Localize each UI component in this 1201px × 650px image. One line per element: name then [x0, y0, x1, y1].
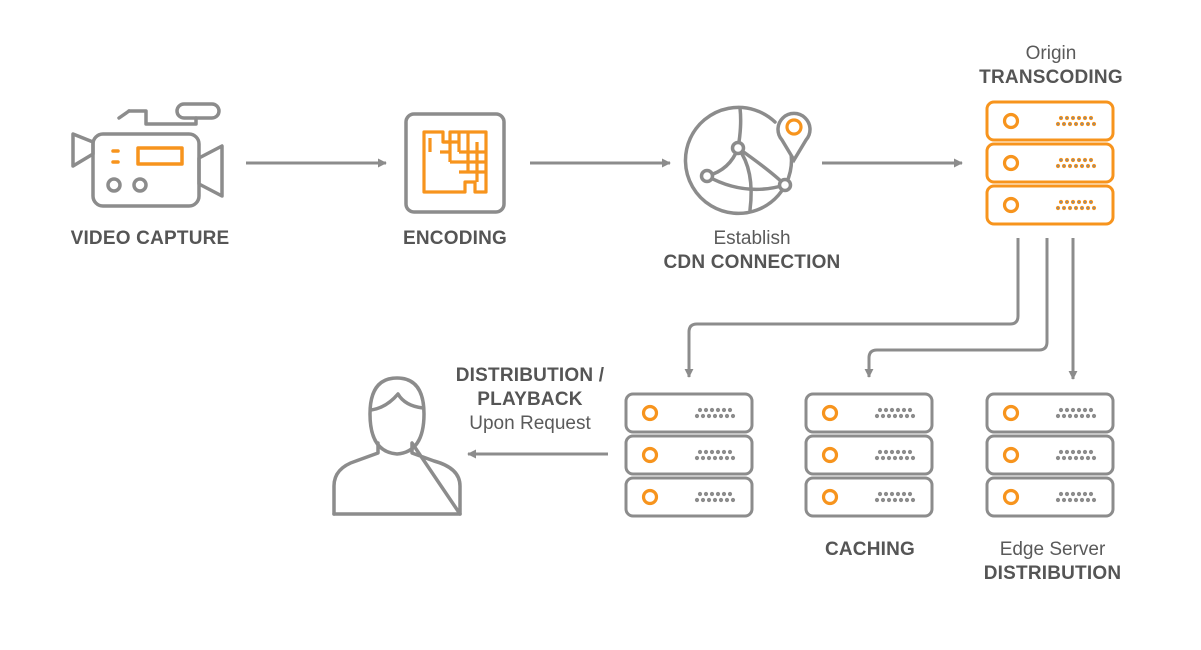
globe-location-icon — [683, 105, 812, 216]
label-encoding: ENCODING — [385, 227, 525, 251]
cdn-title: CDN CONNECTION — [663, 252, 841, 273]
edge-subtitle: Edge Server — [999, 539, 1106, 560]
branch-arrows — [684, 238, 1078, 380]
caching-title: CACHING — [824, 539, 916, 560]
label-cdn: Establish CDN CONNECTION — [632, 227, 872, 275]
label-caching: CACHING — [800, 538, 940, 562]
encoding-grid-icon — [404, 112, 506, 214]
playback-server-icon — [624, 392, 754, 518]
edge-title: DISTRIBUTION — [983, 563, 1122, 584]
encoding-title: ENCODING — [403, 228, 507, 249]
label-edge: Edge Server DISTRIBUTION — [965, 538, 1140, 586]
cdn-subtitle: Establish — [713, 228, 791, 249]
transcoding-title: TRANSCODING — [979, 67, 1123, 88]
video-capture-title: VIDEO CAPTURE — [70, 228, 230, 249]
user-icon — [332, 376, 462, 516]
label-transcoding: Origin TRANSCODING — [960, 42, 1142, 90]
edge-server-icon — [985, 392, 1115, 518]
playback-title-line2: PLAYBACK — [477, 389, 583, 410]
label-distribution-playback: DISTRIBUTION / PLAYBACK Upon Request — [440, 364, 620, 436]
transcoding-subtitle: Origin — [1025, 43, 1077, 64]
transcoding-server-icon — [985, 100, 1115, 226]
video-camera-icon — [71, 102, 224, 208]
playback-subtitle: Upon Request — [469, 413, 591, 434]
label-video-capture: VIDEO CAPTURE — [60, 227, 240, 251]
caching-server-icon — [804, 392, 934, 518]
playback-title-line1: DISTRIBUTION / — [455, 365, 605, 386]
